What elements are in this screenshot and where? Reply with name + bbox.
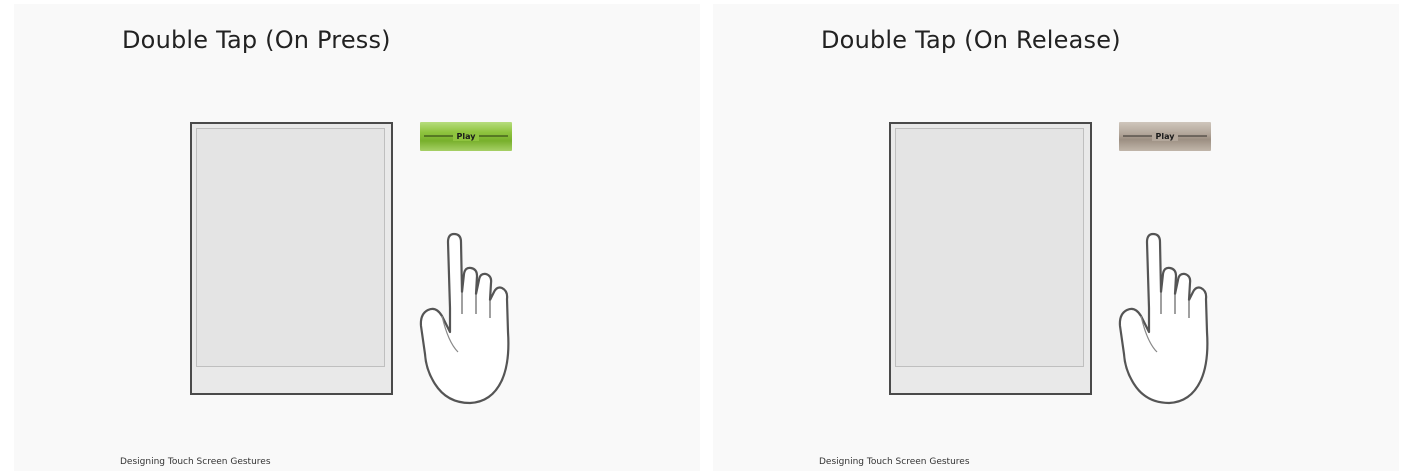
tablet-device bbox=[190, 122, 393, 395]
slide-double-tap-on-press: Double Tap (On Press) Play Designing Tou… bbox=[14, 4, 700, 471]
tablet-device bbox=[889, 122, 1092, 395]
tablet-screen[interactable] bbox=[895, 128, 1084, 367]
slide-title: Double Tap (On Release) bbox=[821, 26, 1121, 54]
pointing-hand-icon bbox=[1117, 230, 1229, 406]
play-button[interactable]: Play bbox=[1119, 122, 1211, 151]
play-button[interactable]: Play bbox=[420, 122, 512, 151]
tablet-screen[interactable] bbox=[196, 128, 385, 367]
footer-caption: Designing Touch Screen Gestures bbox=[819, 457, 970, 467]
play-button-label: Play bbox=[453, 132, 480, 141]
pointing-hand-icon bbox=[418, 230, 530, 406]
footer-caption: Designing Touch Screen Gestures bbox=[120, 457, 271, 467]
slide-title: Double Tap (On Press) bbox=[122, 26, 391, 54]
play-button-label: Play bbox=[1152, 132, 1179, 141]
slide-double-tap-on-release: Double Tap (On Release) Play Designing T… bbox=[713, 4, 1399, 471]
